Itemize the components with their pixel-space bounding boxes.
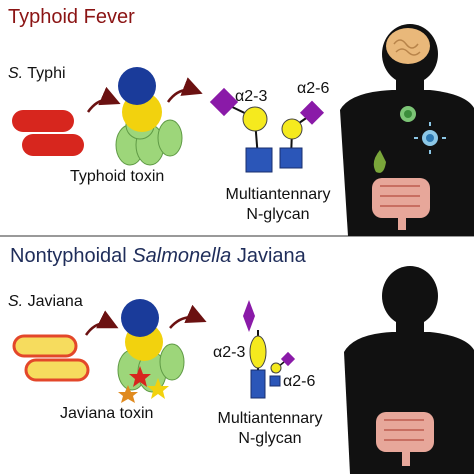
star-icon (118, 385, 138, 403)
bottom-panel-title: Nontyphoidal Salmonella Javiana (10, 245, 306, 268)
top-n-glycan (209, 87, 325, 173)
bottom-glycan-label-line-2: N-glycan (238, 430, 302, 447)
top-arrow-1 (86, 86, 121, 113)
top-human-silhouette (340, 24, 474, 236)
bottom-title-part-1: Nontyphoidal (10, 245, 127, 267)
bottom-arrow-2 (169, 304, 207, 329)
top-glycan-label-line-2: N-glycan (246, 206, 310, 223)
javiana-bacterium-label: S. Javiana (8, 293, 83, 311)
star-icon (147, 378, 169, 399)
bottom-linkage-a23-label: α2-3 (213, 344, 246, 361)
typhoid-toxin-label: Typhoid toxin (70, 168, 165, 185)
bottom-title-part-2: Salmonella (132, 245, 232, 267)
top-linkage-a23-label: α2-3 (235, 88, 268, 105)
javiana-species-name: Javiana (27, 293, 83, 310)
top-glycan-label-line-1: Multiantennary (225, 186, 331, 203)
top-panel-title: Typhoid Fever (8, 6, 135, 28)
typhi-bacterium-label: S. Typhi (8, 65, 66, 83)
bottom-glycan-label-line-1: Multiantennary (217, 410, 323, 427)
typhi-bacteria (12, 110, 84, 156)
immune-cell-icon (400, 106, 446, 154)
javiana-toxin-label: Javiana toxin (60, 405, 154, 422)
typhoid-toxin (115, 67, 183, 166)
typhi-species-name: Typhi (27, 65, 66, 82)
star-icon (129, 366, 151, 387)
top-linkage-a26-label: α2-6 (297, 80, 330, 97)
typhi-genus-abbrev: S. (8, 65, 24, 82)
bottom-human-silhouette (344, 266, 474, 474)
bottom-n-glycan (243, 300, 296, 399)
bottom-arrow-1 (84, 310, 119, 336)
top-arrow-2 (166, 77, 203, 103)
javiana-toxin (117, 299, 185, 403)
gallbladder-icon (373, 150, 386, 173)
bottom-title-part-3: Javiana (236, 245, 306, 267)
javiana-bacteria (12, 334, 90, 382)
javiana-genus-abbrev: S. (8, 293, 24, 310)
intestine-icon (376, 412, 434, 466)
bottom-linkage-a26-label: α2-6 (283, 373, 316, 390)
top-intestine-icon (372, 178, 430, 230)
